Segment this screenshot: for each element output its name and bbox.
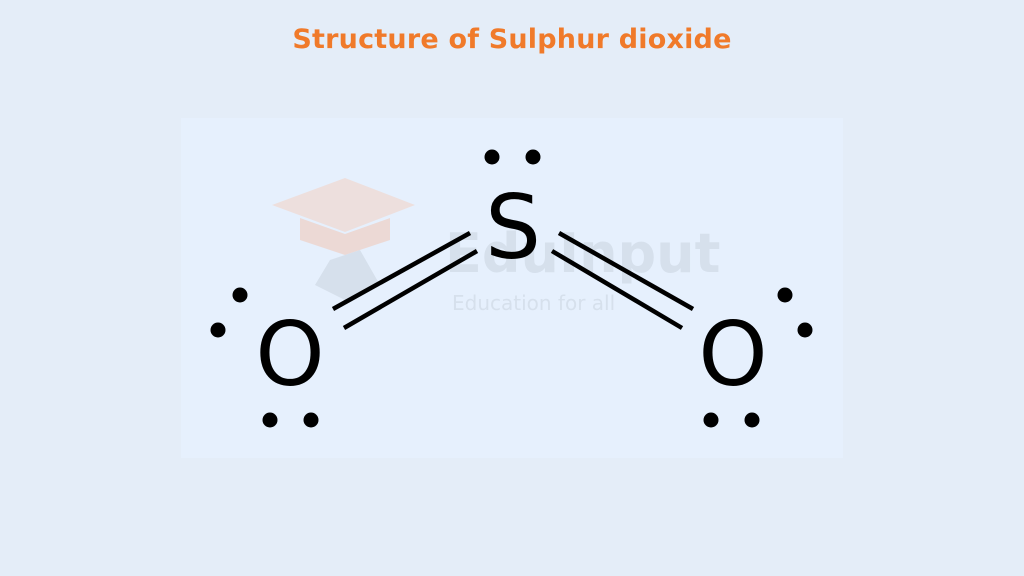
lone-pair-oxygen-right-bottom	[703, 412, 760, 428]
double-bond-s-o-left	[331, 231, 479, 330]
lone-pair-oxygen-left-side	[210, 287, 248, 338]
lone-pair-oxygen-left-bottom	[262, 412, 319, 428]
diagram-panel	[181, 118, 843, 458]
graduation-cap-icon	[272, 178, 415, 300]
diagram-title: Structure of Sulphur dioxide	[292, 24, 732, 55]
atom-oxygen-right: O	[698, 303, 767, 406]
watermark-tagline: Education for all	[452, 291, 615, 315]
double-bond-s-o-right	[550, 231, 695, 330]
atom-oxygen-left: O	[255, 303, 324, 406]
atom-sulfur: S	[485, 176, 541, 279]
watermark-logo: EduInput Education for all	[272, 178, 720, 315]
lone-pair-oxygen-right-side	[777, 287, 813, 338]
lone-pair-sulfur	[484, 149, 541, 165]
watermark-brand: EduInput	[445, 222, 720, 285]
